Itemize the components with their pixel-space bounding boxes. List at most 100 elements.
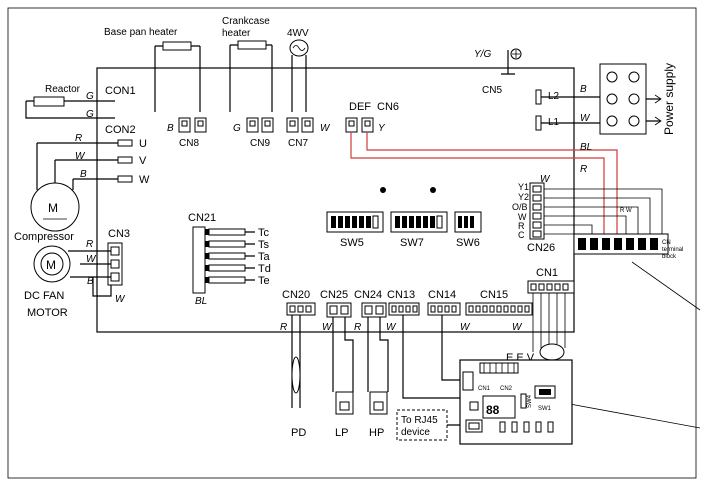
cn7-label: CN7 — [288, 138, 308, 149]
sw5-dip-switch — [326, 211, 384, 233]
td-label: Td — [258, 263, 271, 275]
cn15-label: CN15 — [480, 289, 508, 301]
cn26-note-2: terminal — [662, 247, 683, 253]
cn26-ob-label: O/B — [512, 202, 528, 212]
cn5-label: CN5 — [482, 85, 502, 96]
cn26-w-top-label: W — [540, 174, 551, 185]
cn26-terminal-block — [573, 233, 669, 255]
cn26-note-1: CN — [662, 240, 671, 246]
power-supply-terminal — [599, 63, 647, 135]
cn24-label: CN24 — [354, 289, 382, 301]
cn25-label: CN25 — [320, 289, 348, 301]
base-pan-heater-wires — [154, 46, 201, 112]
sub-sw1-label: SW1 — [538, 406, 552, 412]
fan-w2-label: W — [115, 294, 126, 305]
cn14-connector — [427, 302, 461, 316]
reactor-label: Reactor — [45, 84, 81, 95]
cn24-connector — [361, 302, 387, 318]
crankcase-heater-label-1: Crankcase — [222, 16, 270, 27]
fan-m-label: M — [46, 258, 56, 272]
rj45-label-1: To RJ45 — [401, 415, 438, 426]
cn7-connector — [286, 117, 314, 133]
cn24-w-label: W — [386, 322, 397, 333]
sub-cn1-label: CN1 — [478, 386, 491, 392]
cn26-connector — [529, 182, 545, 240]
cn7-w-label: W — [320, 123, 331, 134]
dc-fan-label-2: MOTOR — [27, 307, 68, 319]
base-pan-heater-label: Base pan heater — [104, 27, 178, 38]
cn20-label: CN20 — [282, 289, 310, 301]
cn14-w-label: W — [460, 322, 471, 333]
cn26-w-label: W — [518, 212, 527, 222]
cn9-label: CN9 — [250, 138, 270, 149]
outer-frame — [7, 7, 697, 479]
fan-w-label: W — [86, 254, 97, 265]
cn1-label: CN1 — [536, 267, 558, 279]
comp-w-label: W — [75, 151, 86, 162]
dc-fan-label-1: DC FAN — [24, 290, 64, 302]
cn13-connector — [388, 302, 420, 316]
pd-sensor — [291, 356, 301, 394]
ta-label: Ta — [258, 251, 271, 263]
cn26-y2-label: Y2 — [518, 192, 529, 202]
w-terminal-label: W — [139, 174, 150, 186]
fan-b-label: B — [87, 276, 94, 287]
sub-cn2-label: CN2 — [500, 386, 513, 392]
sw6-label: SW6 — [456, 237, 480, 249]
cn3-label: CN3 — [108, 228, 130, 240]
cn1-connector — [527, 280, 575, 294]
cn9-g-label: G — [233, 123, 241, 134]
cn6-label: CN6 — [377, 101, 399, 113]
cn14-label: CN14 — [428, 289, 456, 301]
four-wv-wires — [291, 55, 307, 112]
compressor-m-label: M — [48, 201, 58, 215]
fan-r-label: R — [86, 239, 93, 250]
cn21-bl-label: BL — [195, 296, 207, 307]
comp-b-label: B — [80, 169, 87, 180]
supply-w-label: W — [580, 113, 591, 124]
four-wv-label: 4WV — [287, 28, 309, 39]
cn21-connector — [192, 226, 209, 294]
yg-label: Y/G — [474, 49, 491, 60]
cn26-note-3: block — [662, 254, 677, 260]
te-label: Te — [258, 275, 270, 287]
supply-b-label: B — [580, 84, 587, 95]
display-digits: 88 — [486, 403, 500, 417]
def-wire-red-2 — [366, 132, 618, 234]
cn13-label: CN13 — [387, 289, 415, 301]
con1-label: CON1 — [105, 85, 136, 97]
sw6-dip-switch — [454, 211, 482, 233]
v-label: V — [139, 155, 147, 167]
cn25-w-label: W — [322, 322, 333, 333]
cn9-connector — [246, 117, 274, 133]
cn26-r-label: R — [518, 221, 525, 231]
con2-g-label: G — [86, 109, 94, 120]
comp-r-label: R — [75, 133, 82, 144]
crankcase-heater-element — [237, 40, 267, 50]
cn15-w-label: W — [512, 322, 523, 333]
con1-g-label: G — [86, 91, 94, 102]
cn8-b-label: B — [167, 123, 174, 134]
sw7-label: SW7 — [400, 237, 424, 249]
cn20-connector — [286, 302, 316, 316]
cn6-y-label: Y — [378, 123, 386, 134]
cn8-connector — [178, 117, 207, 133]
sub-board-buttons — [499, 421, 554, 433]
crankcase-heater-label-2: heater — [222, 28, 251, 39]
ts-label: Ts — [258, 239, 270, 251]
pd-label: PD — [291, 427, 306, 439]
cn26-label: CN26 — [527, 242, 555, 254]
def-label: DEF — [349, 101, 371, 113]
hp-label: HP — [369, 427, 384, 439]
rj45-label-2: device — [401, 427, 430, 438]
bl-label: BL — [580, 142, 592, 153]
cn26-y1-label: Y1 — [518, 182, 529, 192]
sw7-dip-switch — [390, 211, 448, 233]
base-pan-heater-element — [162, 41, 192, 51]
def-wire-red-1 — [350, 132, 605, 234]
cn15-connector — [465, 302, 533, 316]
sub-sw4-label: SW4 — [527, 394, 533, 408]
compressor-label: Compressor — [14, 231, 74, 243]
